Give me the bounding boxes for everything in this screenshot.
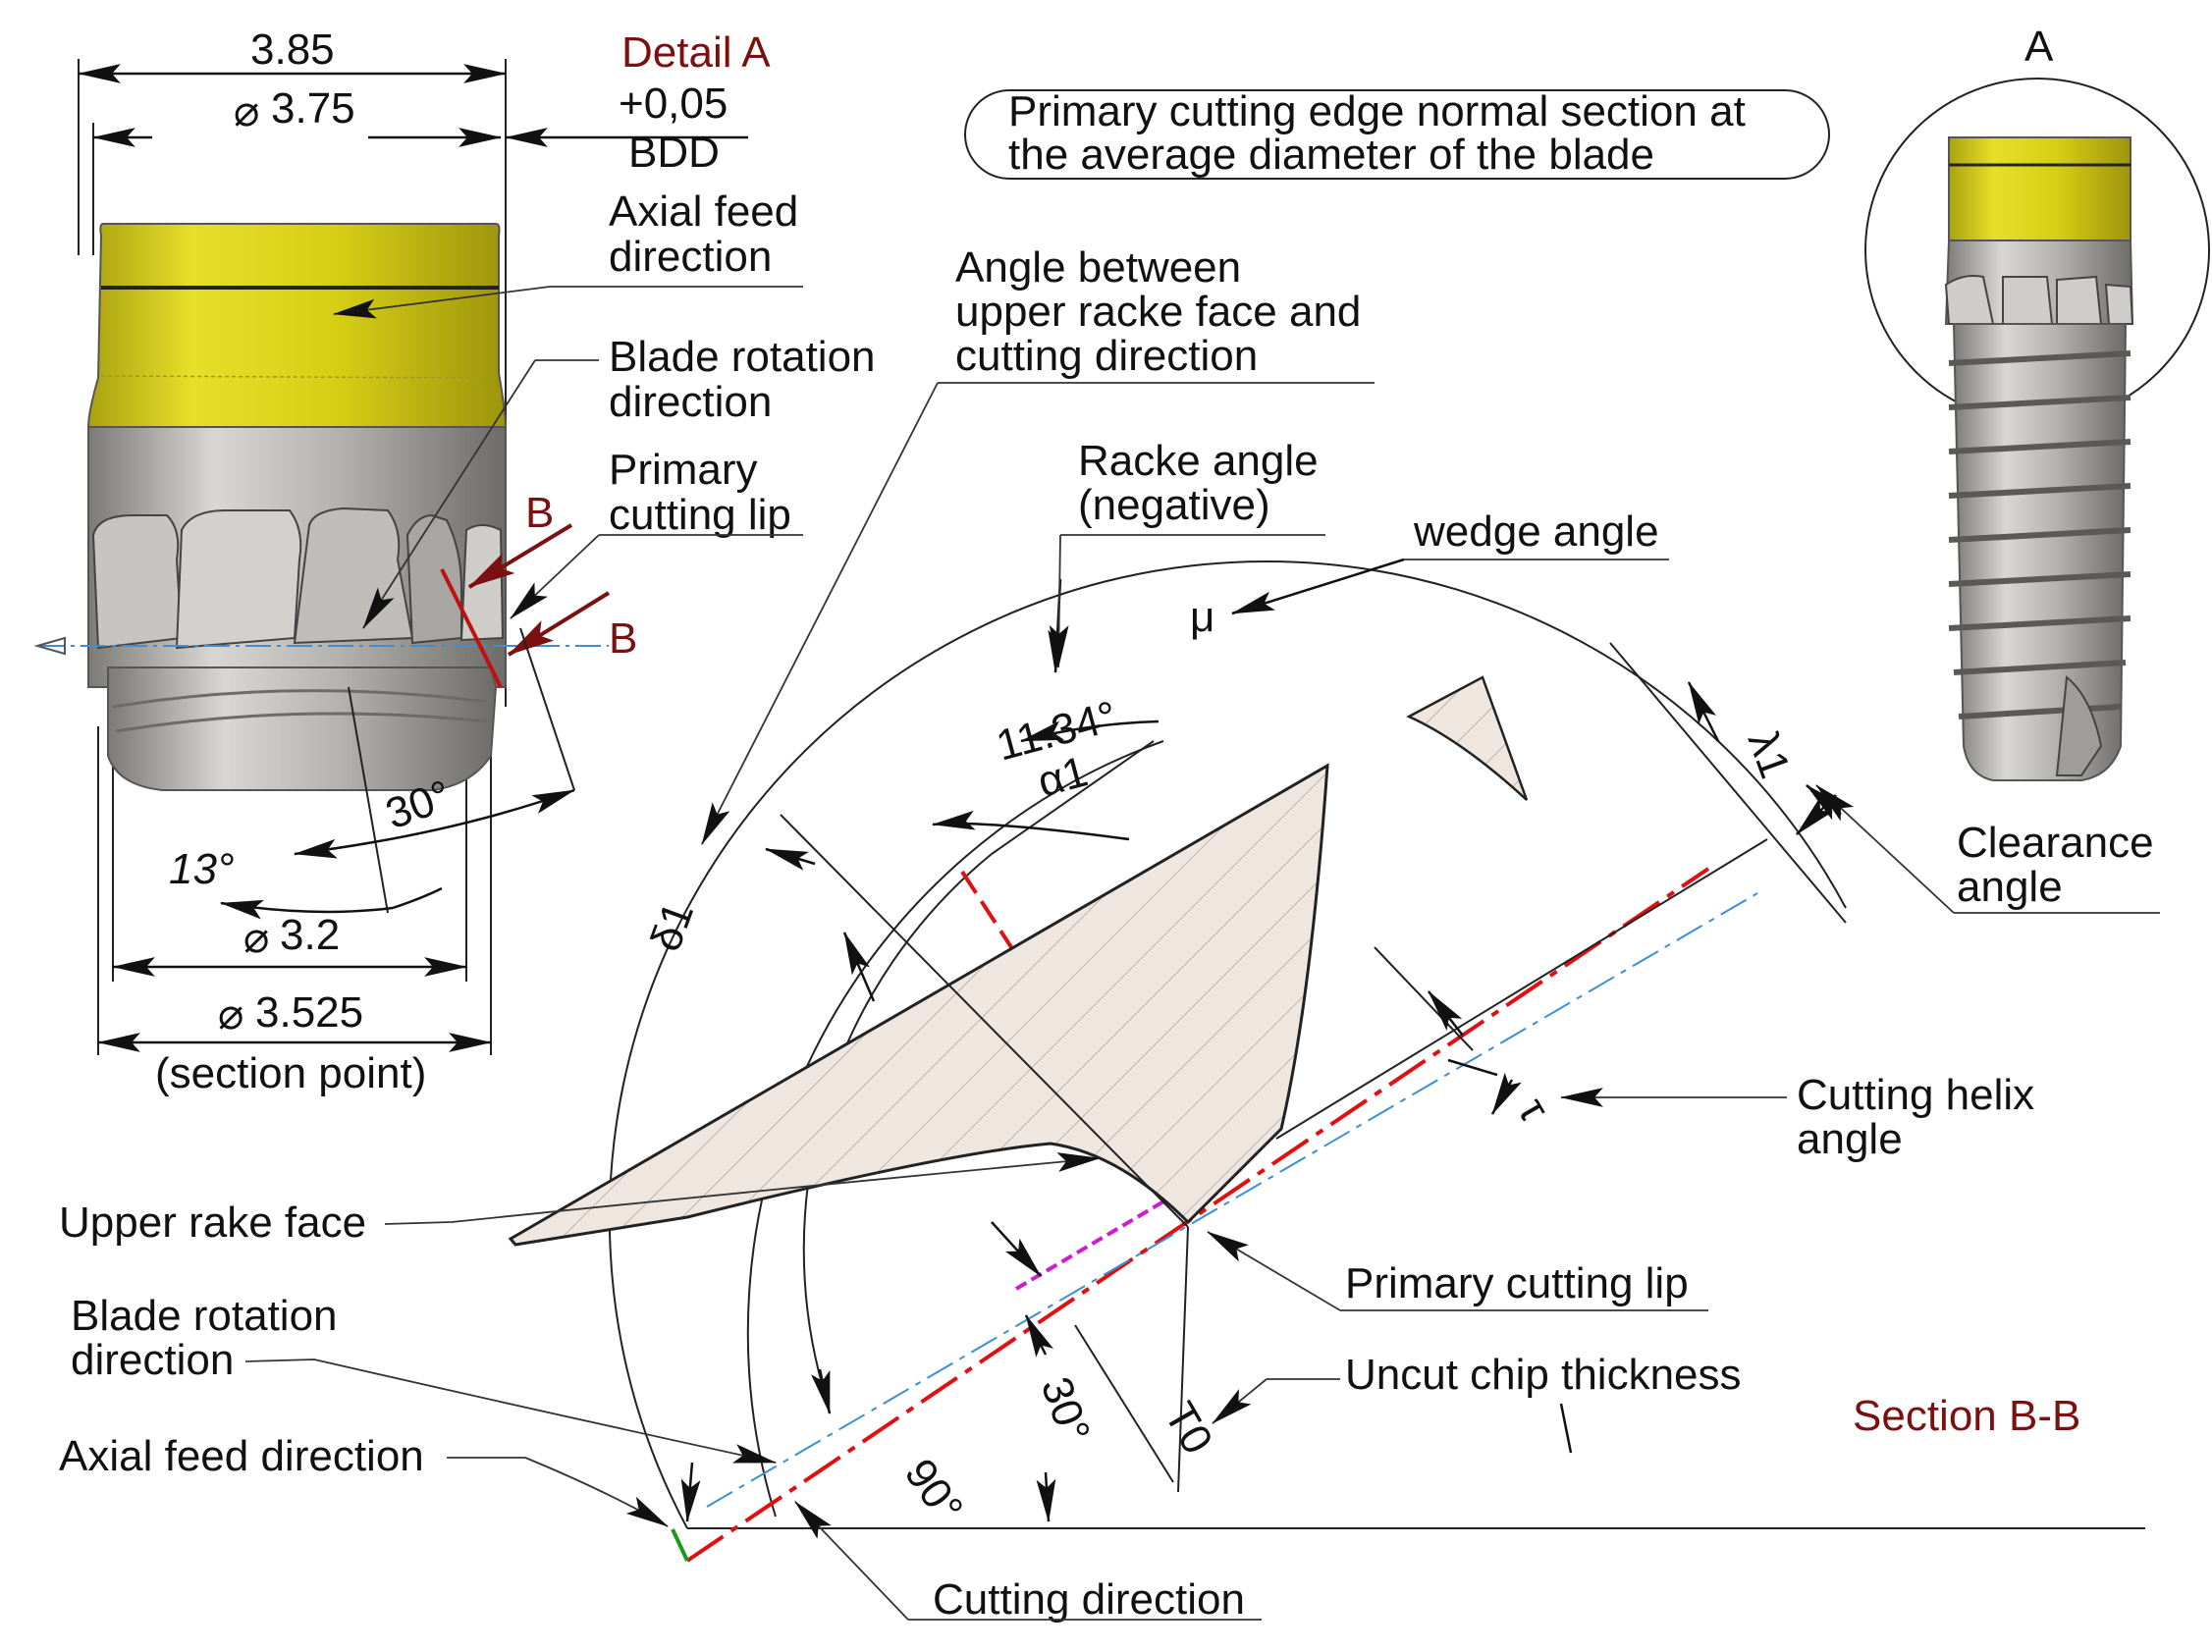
angle-90-label: 90°: [895, 1451, 972, 1532]
rake-angle-label: Racke angle(negative): [1078, 437, 1319, 529]
delta1-label: δ1: [641, 896, 703, 958]
cutting-direction-label: Cutting direction: [933, 1575, 1245, 1624]
diameter-symbol-3525: ⌀: [218, 990, 244, 1039]
uncut-chip-label: Uncut chip thickness: [1345, 1351, 1742, 1399]
t0-label: T0: [1155, 1395, 1221, 1463]
tolerance-label: +0,05: [619, 80, 728, 128]
svg-text:Primary cutting edge normal se: Primary cutting edge normal section atth…: [1008, 87, 1746, 179]
blade-teeth: [91, 506, 505, 650]
dim-3525-label: 3.525: [255, 988, 363, 1037]
mu-label: μ: [1190, 593, 1214, 641]
tau-label: τ: [1508, 1091, 1558, 1130]
section-bb-label: Section B-B: [1853, 1392, 2080, 1440]
bdd-label: BDD: [628, 129, 720, 177]
section-mark-b-lower: B: [609, 614, 637, 663]
wedge-angle-label: wedge angle: [1413, 507, 1659, 556]
angle-30-low-label: 30°: [1032, 1371, 1100, 1449]
blade-section: [508, 763, 1329, 1247]
dim-32-label: 3.2: [280, 911, 340, 959]
section-mark-b-upper: B: [525, 489, 554, 537]
angle-13-label: 13°: [169, 845, 235, 893]
axial-feed-low-label: Axial feed direction: [59, 1432, 424, 1480]
lambda1-label: λ1: [1739, 725, 1800, 784]
dim-385-label: 3.85: [250, 26, 335, 74]
upper-rake-face-label: Upper rake face: [59, 1199, 366, 1247]
section-point-label: (section point): [155, 1049, 426, 1097]
wedge-shape: [1406, 675, 1529, 801]
detail-a-heading: Detail A: [621, 28, 771, 77]
yellow-crown: [86, 223, 508, 428]
primary-lip-low-label: Primary cutting lip: [1345, 1259, 1689, 1307]
detail-letter-a: A: [2024, 23, 2054, 71]
dim-375-label: 3.75: [271, 84, 355, 133]
diameter-symbol-32: ⌀: [243, 914, 270, 962]
detail-a-view: 3.85 ⌀ 3.75 Detail A +0,05 BDD Axial fee…: [33, 26, 876, 1097]
diameter-symbol: ⌀: [234, 87, 260, 135]
